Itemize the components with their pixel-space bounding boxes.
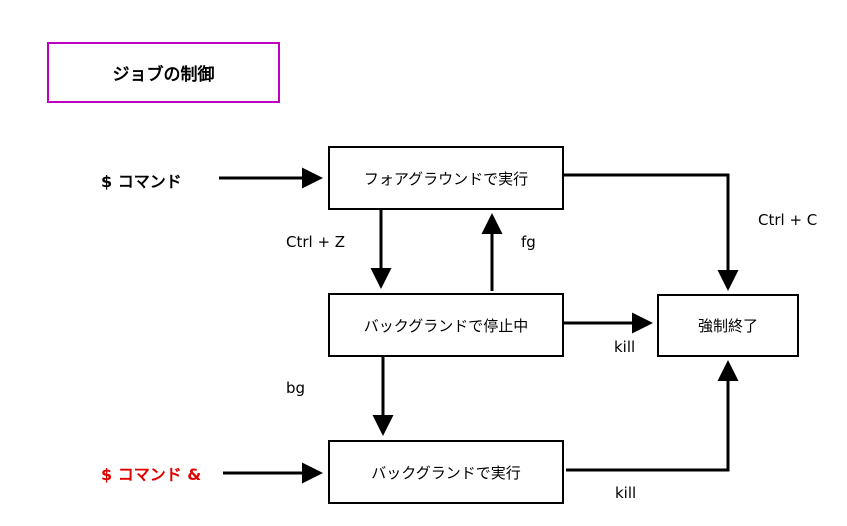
- node-background-running: バックグランドで実行: [328, 440, 564, 504]
- edge-label-fg: fg: [521, 233, 536, 251]
- edge-label-ctrl-c: Ctrl + C: [758, 211, 818, 229]
- edge-label-bg: bg: [286, 379, 306, 397]
- node-foreground-running: フォアグラウンドで実行: [328, 146, 564, 210]
- foreground-command-label: $ コマンド: [101, 172, 182, 191]
- node-background-stopped: バックグランドで停止中: [328, 293, 564, 357]
- edge-label-ctrl-z: Ctrl + Z: [286, 233, 346, 251]
- edge-label-kill-stopped: kill: [614, 338, 636, 356]
- edge-label-kill-running: kill: [615, 484, 637, 502]
- node-foreground-running-label: フォアグラウンドで実行: [363, 169, 529, 188]
- background-command-label: $ コマンド &: [101, 465, 202, 484]
- node-background-stopped-label: バックグランドで停止中: [363, 316, 529, 335]
- page-title-text: ジョブの制御: [112, 65, 215, 85]
- node-background-running-label: バックグランドで実行: [371, 463, 521, 482]
- node-terminated-label: 強制終了: [697, 317, 758, 335]
- arrow-ctrl-c: [564, 173, 739, 291]
- node-terminated: 強制終了: [657, 294, 799, 357]
- page-title: ジョブの制御: [47, 42, 280, 103]
- arrow-kill-running: [566, 360, 739, 472]
